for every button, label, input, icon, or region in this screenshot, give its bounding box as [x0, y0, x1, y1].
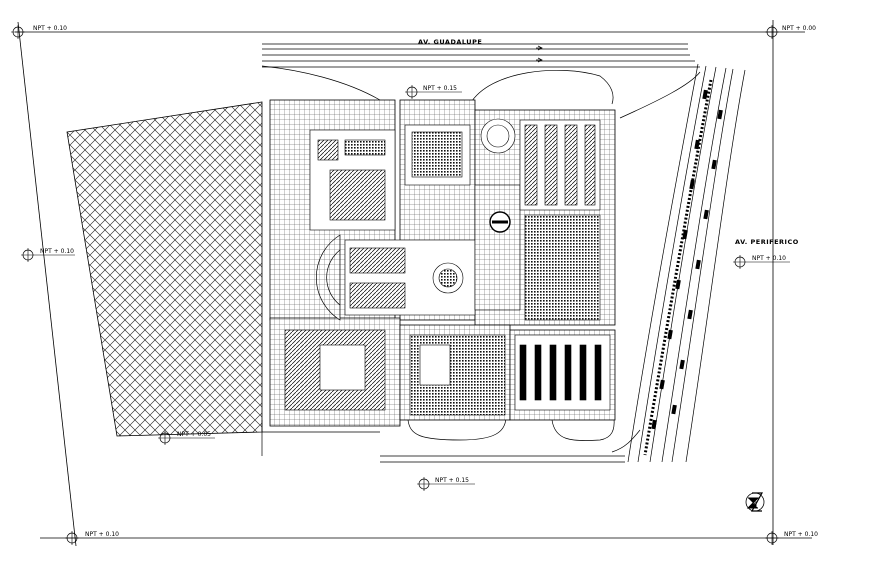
street-label-periferico: AV. PERIFERICO	[735, 238, 799, 246]
circular-plaza	[315, 234, 341, 321]
level-label: NPT + 0.15	[423, 85, 457, 92]
level-marker-top-right: NPT + 0.00	[765, 25, 816, 39]
level-label: NPT + 0.10	[784, 531, 818, 538]
street-label-guadalupe: AV. GUADALUPE	[418, 38, 482, 46]
level-marker-left: NPT + 0.10	[21, 248, 75, 262]
property-boundary	[15, 20, 812, 547]
level-label: NPT + 0.10	[85, 531, 119, 538]
avenida-guadalupe	[262, 43, 700, 68]
level-label: NPT + 0.10	[33, 25, 67, 32]
level-marker-top-center: NPT + 0.15	[405, 85, 462, 99]
entrance-arcs	[261, 65, 625, 463]
level-marker-bottom-center: NPT + 0.15	[417, 477, 475, 491]
parking-lot	[66, 101, 263, 437]
level-label: NPT + 0.05	[177, 431, 211, 438]
level-marker-bottom-right: NPT + 0.10	[765, 531, 818, 545]
level-marker-parking: NPT + 0.05	[158, 431, 215, 445]
level-marker-bottom-left: NPT + 0.10	[65, 531, 119, 545]
level-label: NPT + 0.10	[40, 248, 74, 255]
north-arrow-label: N	[752, 501, 757, 508]
building-interior	[284, 118, 611, 416]
level-label: NPT + 0.00	[782, 25, 816, 32]
periferico-vehicles	[651, 89, 723, 430]
level-label: NPT + 0.10	[752, 255, 786, 262]
north-arrow-icon: N	[745, 492, 765, 512]
level-marker-top-left: NPT + 0.10	[11, 25, 67, 39]
level-marker-right: NPT + 0.10	[733, 255, 790, 269]
level-label: NPT + 0.15	[435, 477, 469, 484]
avenida-periferico	[611, 63, 746, 463]
